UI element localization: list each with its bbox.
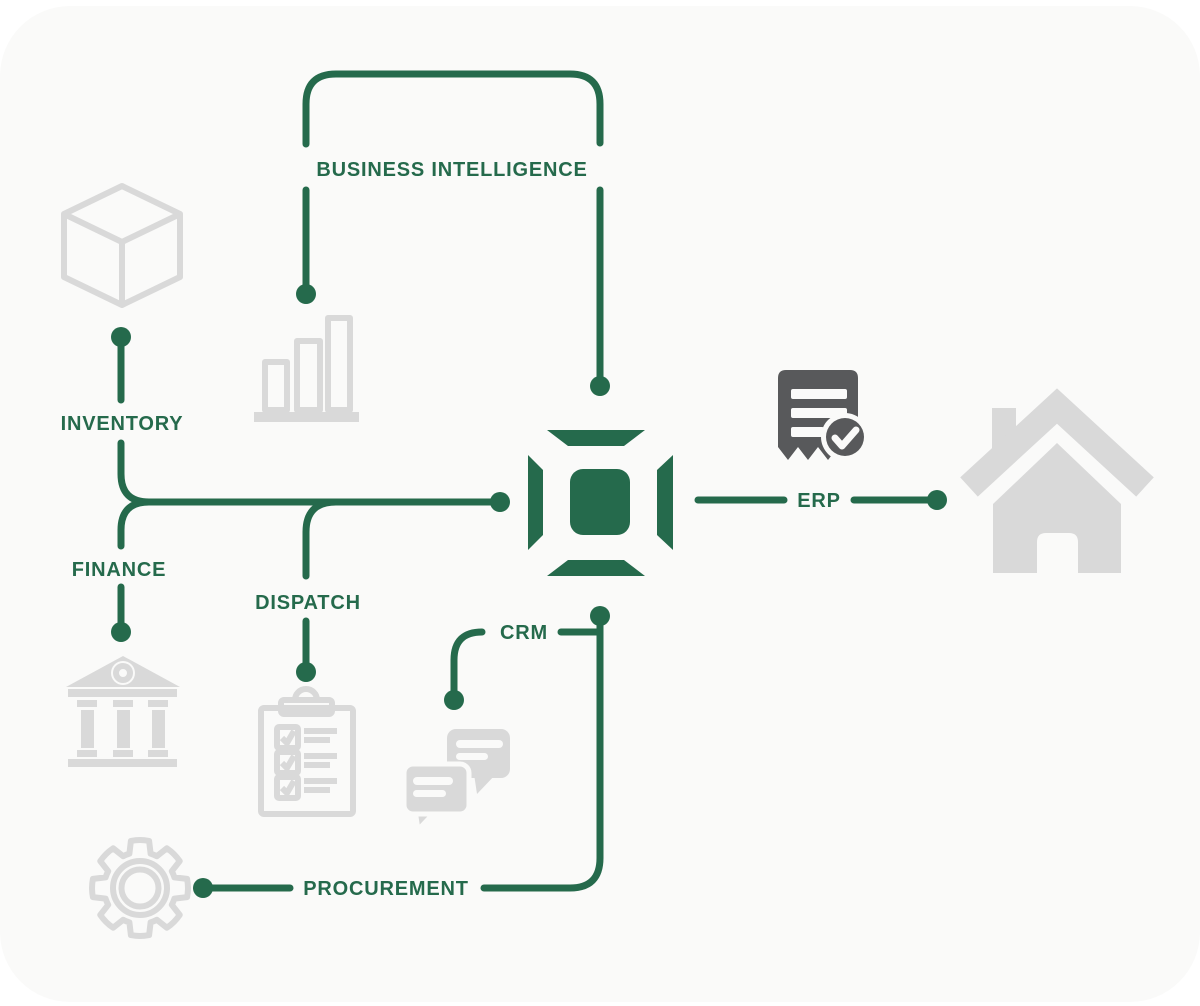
- procurement-connector: [193, 606, 610, 898]
- erp-hub-icon: [528, 430, 673, 576]
- gear-icon: [89, 837, 191, 939]
- bank-icon: [66, 656, 180, 767]
- dispatch-connector: [296, 498, 340, 682]
- clipboard-checklist-icon: [258, 686, 356, 817]
- bar-chart-icon: [254, 315, 359, 422]
- receipt-check-icon: [778, 370, 869, 461]
- chat-bubbles-icon: [401, 729, 510, 836]
- business-intelligence-connector: [296, 70, 610, 396]
- business-intelligence-label: BUSINESS INTELLIGENCE: [316, 159, 587, 181]
- finance-label: FINANCE: [72, 559, 167, 581]
- dispatch-label: DISPATCH: [255, 592, 361, 614]
- erp-connector: [694, 490, 947, 510]
- house-icon: [960, 388, 1154, 573]
- crm-label: CRM: [500, 622, 548, 644]
- inventory-label: INVENTORY: [61, 413, 184, 435]
- erp-label: ERP: [797, 490, 841, 512]
- finance-connector: [111, 498, 153, 642]
- crm-connector: [444, 628, 601, 710]
- cube-icon: [61, 183, 183, 308]
- procurement-label: PROCUREMENT: [303, 878, 468, 900]
